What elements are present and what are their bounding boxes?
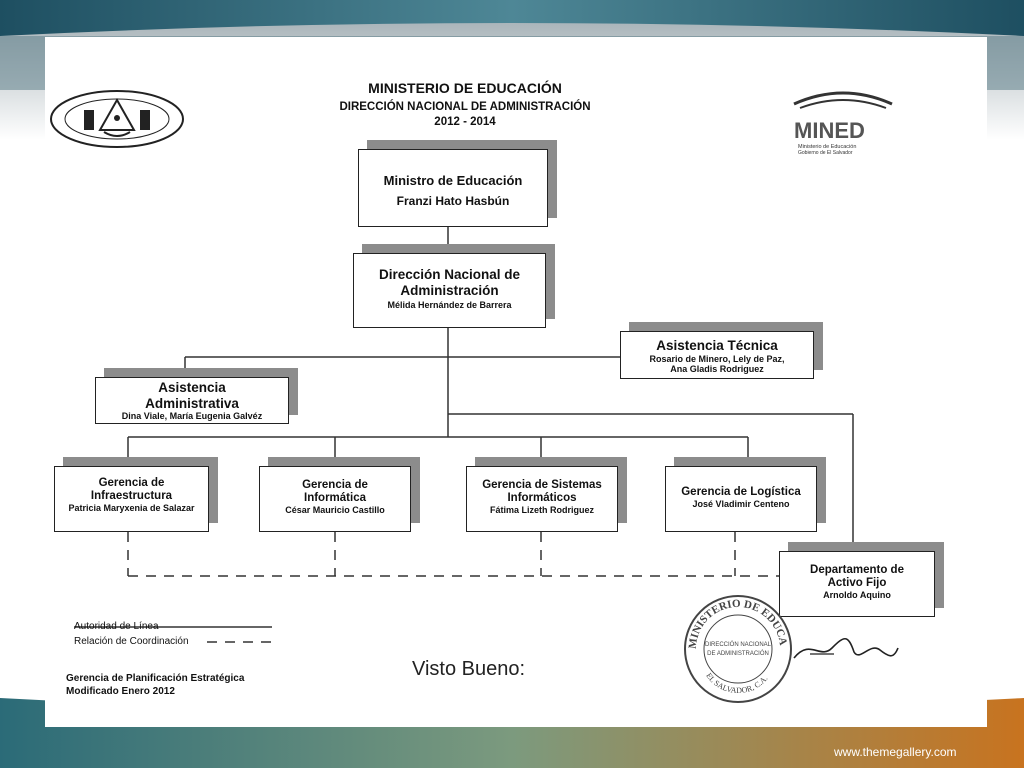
asistencia-tecnica-box: Asistencia Técnica Rosario de Minero, Le… — [620, 331, 814, 379]
dna-title-line1: Dirección Nacional de — [378, 267, 521, 282]
activo-fijo-title-line1: Departamento de — [810, 564, 904, 576]
mined-logo: MINED Ministerio de Educación Gobierno d… — [793, 91, 893, 156]
official-stamp: MINISTERIO DE EDUCACIÓN EL SALVADOR, C.A… — [682, 593, 792, 703]
activo-fijo-name: Arnoldo Aquino — [823, 590, 891, 601]
minister-name: Franzi Hato Hasbún — [396, 193, 510, 208]
infraestructura-title-line2: Infraestructura — [90, 490, 173, 503]
gerencia-logistica-box: Gerencia de Logística José Vladimir Cent… — [665, 466, 817, 532]
asistencia-tecnica-name2: Ana Gladis Rodriguez — [670, 364, 764, 375]
asistencia-tecnica-name1: Rosario de Minero, Lely de Paz, — [649, 353, 785, 364]
approval-label: Visto Bueno: — [412, 658, 526, 680]
signature — [793, 637, 899, 659]
svg-text:Ministerio de Educación: Ministerio de Educación — [798, 144, 856, 150]
dna-name: Mélida Hernández de Barrera — [387, 300, 512, 311]
coat-of-arms-seal — [50, 90, 184, 148]
svg-text:MINISTERIO DE EDUCACIÓN: MINISTERIO DE EDUCACIÓN — [682, 593, 789, 649]
informatica-title-line2: Informática — [304, 492, 366, 505]
svg-text:DIRECCIÓN NACIONAL: DIRECCIÓN NACIONAL — [705, 641, 772, 648]
minister-title: Ministro de Educación — [383, 173, 523, 188]
dna-title-line2: Administración — [400, 282, 499, 298]
direction-title: DIRECCIÓN NACIONAL DE ADMINISTRACIÓN — [339, 101, 591, 113]
sistemas-name: Fátima Lizeth Rodriguez — [489, 505, 594, 516]
gerencia-infraestructura-box: Gerencia de Infraestructura Patricia Mar… — [54, 466, 209, 532]
infraestructura-name: Patricia Maryxenia de Salazar — [68, 503, 195, 514]
infraestructura-title-line1: Gerencia de — [98, 477, 165, 489]
asistencia-administrativa-title-line2: Administrativa — [145, 395, 239, 411]
sistemas-title-line1: Gerencia de Sistemas — [482, 479, 602, 491]
sistemas-title-line2: Informáticos — [507, 492, 577, 505]
informatica-title-line1: Gerencia de — [302, 479, 368, 491]
svg-text:Gobierno de El Salvador: Gobierno de El Salvador — [798, 150, 853, 156]
asistencia-administrativa-box: Asistencia Administrativa Dina Viale, Ma… — [95, 377, 289, 424]
ministry-title: MINISTERIO DE EDUCACIÓN — [368, 80, 562, 96]
svg-text:DE ADMINISTRACIÓN: DE ADMINISTRACIÓN — [707, 650, 769, 657]
legend-line-authority: Autoridad de Línea — [74, 621, 159, 632]
logistica-name: José Vladimir Centeno — [692, 499, 790, 510]
footer-line1: Gerencia de Planificación Estratégica — [66, 673, 245, 684]
activo-fijo-box: Departamento de Activo Fijo Arnoldo Aqui… — [779, 551, 935, 617]
minister-box: Ministro de Educación Franzi Hato Hasbún — [358, 149, 548, 227]
informatica-name: César Mauricio Castillo — [285, 505, 385, 516]
gerencia-sistemas-box: Gerencia de Sistemas Informáticos Fátima… — [466, 466, 618, 532]
asistencia-tecnica-title: Asistencia Técnica — [656, 338, 778, 353]
activo-fijo-title-line2: Activo Fijo — [827, 577, 887, 590]
website-url[interactable]: www.themegallery.com — [834, 745, 957, 759]
asistencia-administrativa-title-line1: Asistencia — [158, 380, 226, 395]
footer-line2: Modificado Enero 2012 — [66, 686, 175, 697]
dna-box: Dirección Nacional de Administración Mél… — [353, 253, 546, 328]
gerencia-informatica-box: Gerencia de Informática César Mauricio C… — [259, 466, 411, 532]
period-title: 2012 - 2014 — [434, 116, 496, 128]
svg-text:MINED: MINED — [794, 118, 865, 143]
legend-coordination: Relación de Coordinación — [74, 636, 189, 647]
asistencia-administrativa-name: Dina Viale, María Eugenia Galvéz — [121, 411, 263, 422]
logistica-title: Gerencia de Logística — [681, 486, 801, 498]
